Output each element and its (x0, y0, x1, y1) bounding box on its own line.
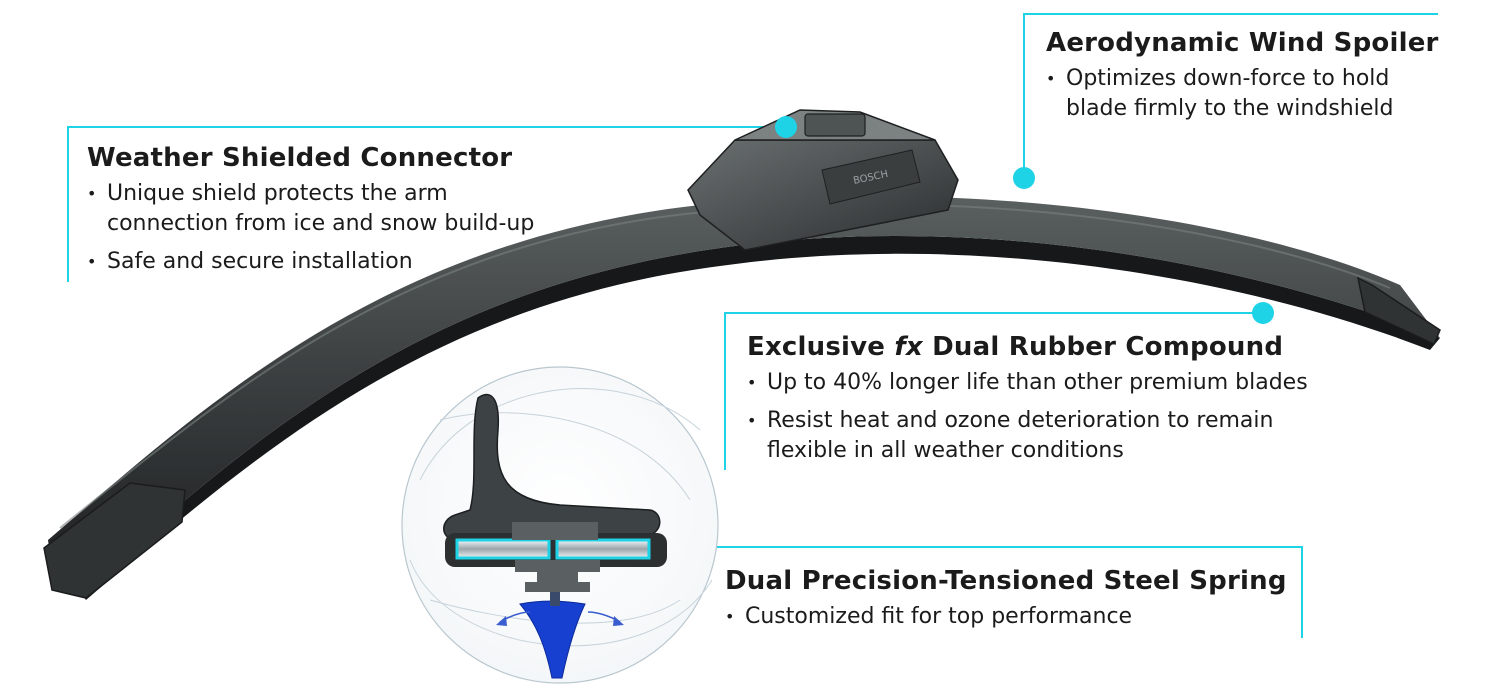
flex-arrowhead-left (496, 616, 507, 626)
callout-connector-bullet: Safe and secure installation (87, 247, 534, 277)
blade-right-endcap (1356, 276, 1441, 346)
callout-connector-title: Weather Shielded Connector (87, 143, 513, 173)
callout-spoiler-title: Aerodynamic Wind Spoiler (1046, 28, 1439, 58)
flex-arrowheads (496, 616, 624, 626)
title-prefix: Exclusive (747, 332, 895, 362)
flex-arrowhead-right (613, 616, 624, 626)
dot-connector (775, 116, 797, 138)
callout-spring-title: Dual Precision-Tensioned Steel Spring (725, 566, 1287, 596)
title-suffix: Dual Rubber Compound (922, 332, 1284, 362)
dot-rubber (1252, 302, 1274, 324)
bullet-line: Resist heat and ozone deterioration to r… (767, 408, 1274, 433)
callout-connector-bullet: Unique shield protects the arm connectio… (87, 179, 534, 239)
callout-spring: Dual Precision-Tensioned Steel Spring Cu… (725, 566, 1287, 640)
callout-rubber-bullet: Up to 40% longer life than other premium… (747, 368, 1308, 398)
blade-holder (512, 522, 600, 592)
callout-rubber-title: Exclusive fx Dual Rubber Compound (747, 332, 1308, 362)
callout-rubber-bullet: Resist heat and ozone deterioration to r… (747, 406, 1308, 466)
bullet-line: blade firmly to the windshield (1066, 96, 1394, 121)
callout-spoiler: Aerodynamic Wind Spoiler Optimizes down-… (1046, 28, 1439, 132)
bullet-line: Safe and secure installation (107, 249, 413, 274)
rubber-neck (550, 592, 560, 606)
bullet-line: Optimizes down-force to hold (1066, 66, 1390, 91)
bullet-line: Unique shield protects the arm (107, 181, 448, 206)
bullet-line: Up to 40% longer life than other premium… (767, 370, 1308, 395)
guide-arc-3 (439, 412, 691, 501)
connector-label-plate (821, 149, 921, 205)
title-emphasis: fx (894, 332, 923, 362)
steel-spring-left (455, 538, 551, 560)
callout-dots (775, 116, 1274, 324)
bullet-line: connection from ice and snow build-up (107, 211, 535, 236)
blade-left-endcap (43, 482, 186, 599)
leader-line-spring (650, 546, 1303, 638)
leader-line-rubber (724, 312, 1263, 470)
leader-line-connector (67, 126, 786, 282)
spoiler-profile (443, 393, 661, 541)
callout-spring-bullet: Customized fit for top performance (725, 602, 1287, 632)
callout-connector: Weather Shielded Connector Unique shield… (87, 143, 534, 285)
steel-spring-right (555, 538, 651, 560)
cross-section-detail (401, 366, 719, 684)
dot-spoiler (1013, 167, 1035, 189)
connector-latch (804, 113, 866, 137)
leader-lines (67, 13, 1438, 638)
bullet-line: flexible in all weather conditions (767, 438, 1124, 463)
leader-line-spoiler (1023, 13, 1438, 178)
callout-spoiler-bullet: Optimizes down-force to hold blade firml… (1046, 64, 1439, 124)
bullet-line: Customized fit for top performance (745, 604, 1133, 629)
callout-rubber: Exclusive fx Dual Rubber Compound Up to … (747, 332, 1308, 474)
guide-arc-1 (419, 388, 701, 481)
blade-body (48, 196, 1440, 593)
